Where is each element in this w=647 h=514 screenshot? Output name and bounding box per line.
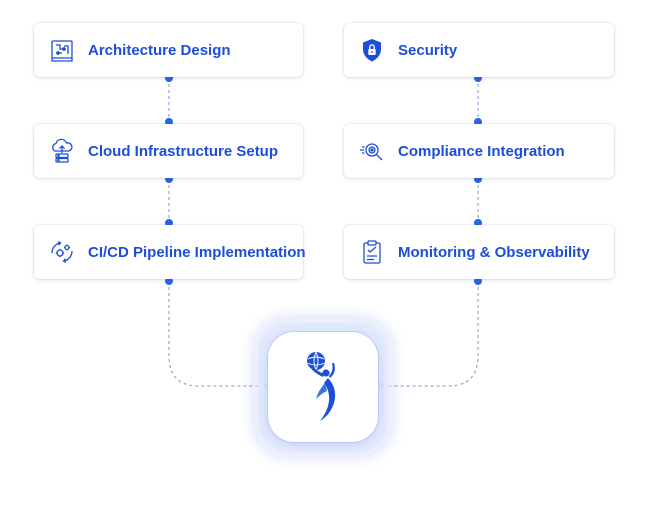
shield-lock-icon [358, 36, 386, 64]
hub-logo-tile[interactable] [268, 332, 378, 442]
card-security[interactable]: Security [344, 23, 614, 77]
card-cloud-infrastructure-setup[interactable]: Cloud Infrastructure Setup [34, 124, 303, 178]
brand-logo-icon [307, 351, 336, 421]
clipboard-check-icon [358, 238, 386, 266]
card-label: Compliance Integration [398, 142, 565, 160]
pipeline-gears-icon [48, 238, 76, 266]
connector-dot [474, 277, 482, 285]
card-label: Monitoring & Observability [398, 243, 590, 261]
card-label: Cloud Infrastructure Setup [88, 142, 279, 160]
connector-dot [165, 277, 173, 285]
blueprint-icon [48, 36, 76, 64]
card-cicd-pipeline-implementation[interactable]: CI/CD Pipeline Implementation [34, 225, 306, 279]
connector-right-to-hub [380, 281, 479, 387]
cloud-server-icon [48, 137, 76, 165]
card-architecture-design[interactable]: Architecture Design [34, 23, 303, 77]
card-label: Architecture Design [88, 41, 231, 59]
magnifier-scan-icon [358, 137, 386, 165]
card-label: Security [398, 41, 458, 59]
card-monitoring-observability[interactable]: Monitoring & Observability [344, 225, 614, 279]
card-compliance-integration[interactable]: Compliance Integration [344, 124, 614, 178]
card-label: CI/CD Pipeline Implementation [88, 243, 306, 261]
